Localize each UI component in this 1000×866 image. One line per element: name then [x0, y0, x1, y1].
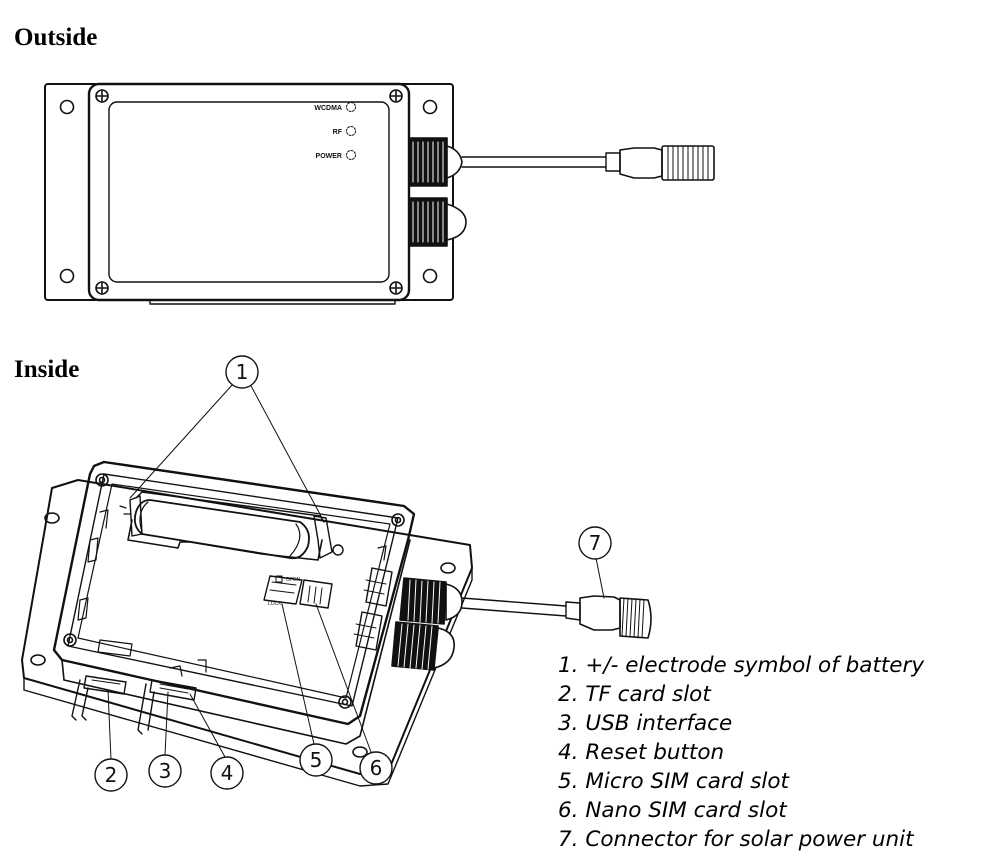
led-label-rf: RF — [333, 129, 343, 136]
usb-interface — [137, 679, 197, 735]
led-wcdma-icon — [346, 102, 356, 112]
enclosure-screw — [338, 695, 352, 709]
cable-gland-lower — [408, 197, 467, 247]
legend-item: 1. +/- electrode symbol of battery — [558, 653, 925, 678]
tf-card-slot — [71, 675, 127, 721]
outside-solar-connector — [605, 145, 715, 181]
legend-item: 6. Nano SIM card slot — [558, 798, 787, 823]
lid-screw — [389, 89, 403, 103]
mounting-hole — [422, 99, 438, 115]
callout-3: 3 — [148, 754, 182, 788]
callout-leaders — [107, 383, 605, 761]
enclosure-screw — [95, 473, 109, 487]
inside-cable-gland-lower — [391, 621, 455, 671]
outside-view — [44, 82, 715, 305]
battery-holder — [119, 491, 344, 561]
slot-label-lock: LOCK — [268, 601, 282, 607]
led-label-power: POWER — [316, 153, 342, 160]
outside-heading: Outside — [14, 24, 98, 51]
outside-lid — [87, 82, 411, 302]
inside-solar-connector — [565, 595, 652, 639]
outside-base-plate — [44, 83, 454, 301]
callout-1-label: 1 — [236, 360, 249, 384]
legend-item: 3. USB interface — [558, 711, 733, 736]
lid-screw — [95, 281, 109, 295]
inside-heading: Inside — [14, 356, 80, 383]
callout-6: 6 — [359, 751, 393, 785]
parts-legend: 1. +/- electrode symbol of battery 2. TF… — [558, 651, 924, 854]
lid-screw — [95, 89, 109, 103]
inside-cable-gland-upper — [399, 577, 463, 625]
callout-7-label: 7 — [589, 531, 602, 555]
legend-item: 2. TF card slot — [558, 682, 711, 707]
mounting-hole — [59, 268, 75, 284]
inside-enclosure — [52, 460, 416, 726]
nano-sim-slot — [299, 579, 333, 609]
slot-label-open: OPEN — [286, 577, 301, 583]
callout-5: 5 — [299, 743, 333, 777]
callout-3-label: 3 — [159, 759, 172, 783]
callout-4-label: 4 — [221, 761, 234, 785]
inside-view: 1 2 3 4 5 6 7 — [21, 355, 652, 792]
callout-7: 7 — [578, 526, 612, 560]
led-rf-icon — [346, 126, 356, 136]
mounting-hole — [59, 99, 75, 115]
mounting-hole — [422, 268, 438, 284]
callout-4: 4 — [210, 756, 244, 790]
callout-5-label: 5 — [310, 748, 323, 772]
legend-item: 5. Micro SIM card slot — [558, 769, 789, 794]
legend-item: 7. Connector for solar power unit — [558, 827, 914, 852]
callout-6-label: 6 — [370, 756, 383, 780]
enclosure-screw — [391, 513, 405, 527]
lid-screw — [389, 281, 403, 295]
callout-1: 1 — [225, 355, 259, 389]
led-power-icon — [346, 150, 356, 160]
reset-button — [169, 659, 207, 677]
enclosure-screw — [63, 633, 77, 647]
callout-2-label: 2 — [105, 763, 118, 787]
callout-2: 2 — [94, 758, 128, 792]
led-label-wcdma: WCDMA — [314, 105, 342, 112]
cable-gland-upper — [408, 137, 463, 187]
legend-item: 4. Reset button — [558, 740, 725, 765]
micro-sim-slot — [263, 575, 303, 605]
